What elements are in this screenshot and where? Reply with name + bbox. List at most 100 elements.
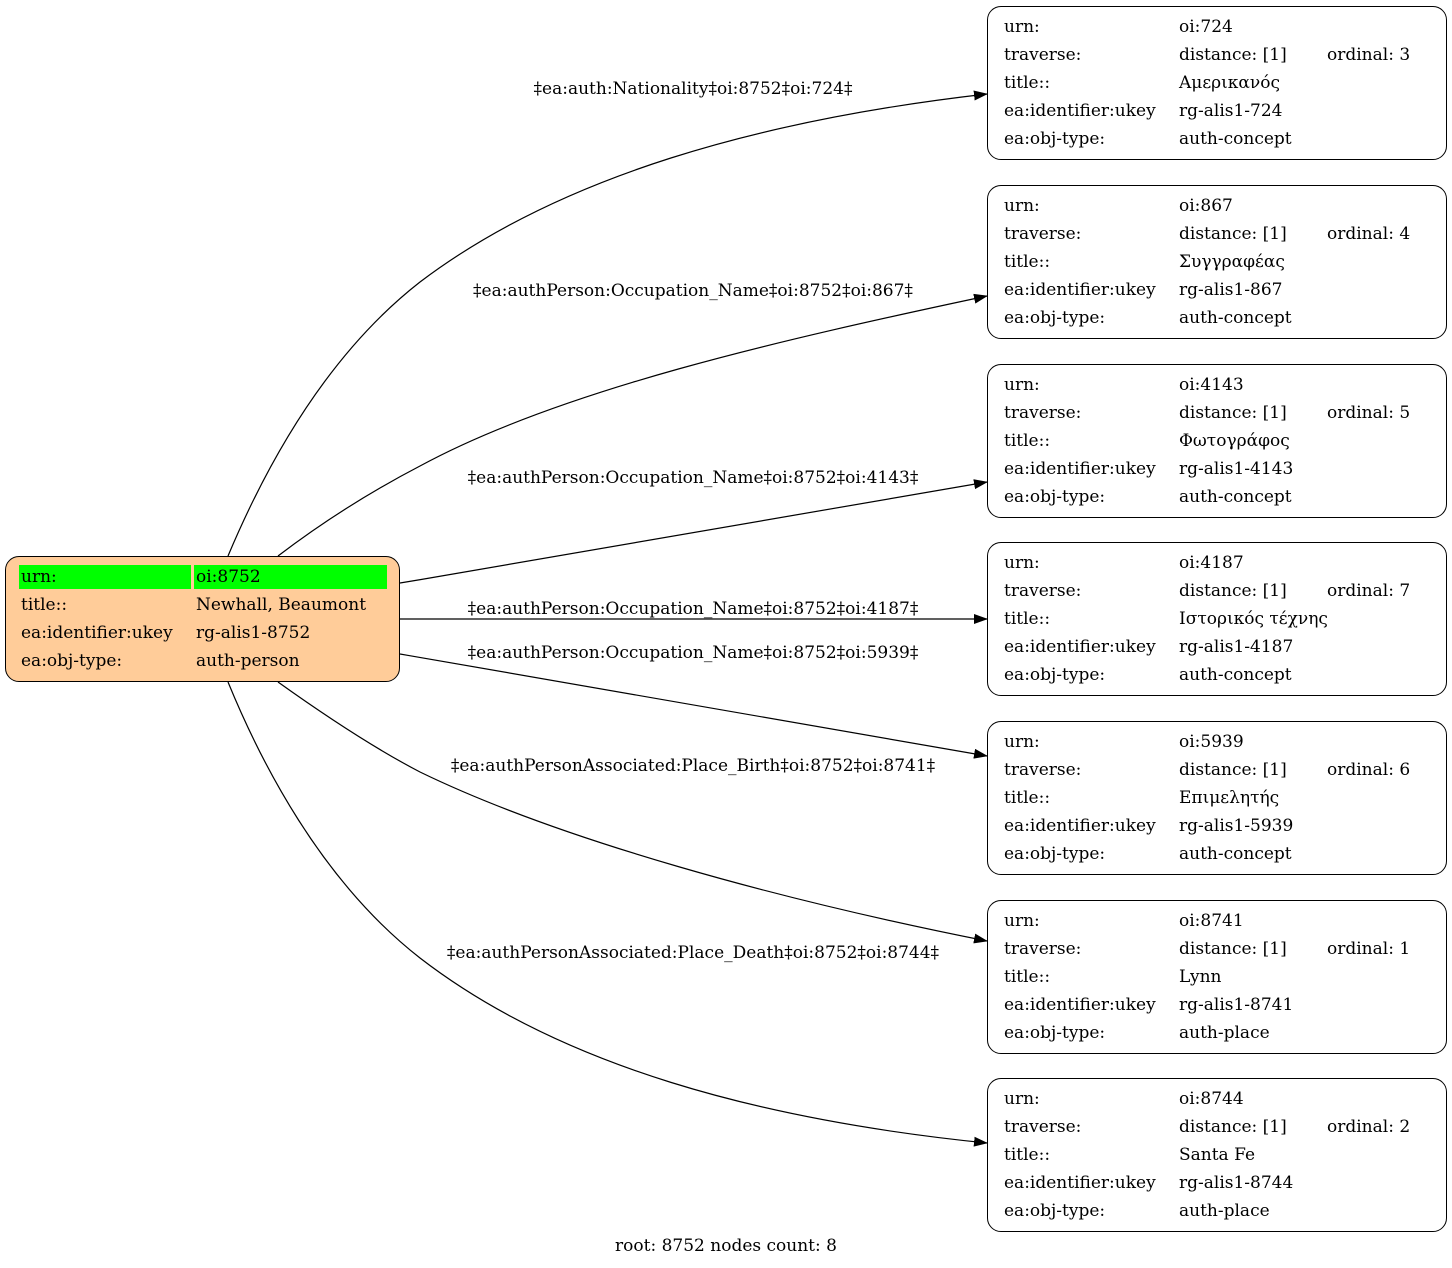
node-ukey-value: rg-alis1-4143 — [1179, 459, 1294, 479]
node-obj-type-key: ea:obj-type: — [1004, 1023, 1106, 1043]
node-obj-type-value: auth-concept — [1179, 129, 1292, 149]
node-title-key: title:: — [1004, 967, 1051, 987]
edge-label-place-death: ‡ea:authPersonAssociated:Place_Death‡oi:… — [447, 943, 940, 963]
node-ordinal-value: ordinal: 2 — [1327, 1117, 1411, 1137]
node-ordinal-value: ordinal: 4 — [1327, 224, 1411, 244]
node-oi-4143[interactable]: urn:oi:4143 traverse:distance: [1]ordina… — [987, 364, 1447, 518]
node-urn-key: urn: — [1004, 732, 1040, 752]
node-oi-8744[interactable]: urn:oi:8744 traverse:distance: [1]ordina… — [987, 1078, 1447, 1232]
node-ordinal-value: ordinal: 1 — [1327, 939, 1411, 959]
node-title-key: title:: — [1004, 609, 1051, 629]
node-title-key: title:: — [1004, 252, 1051, 272]
node-ukey-value: rg-alis1-8744 — [1179, 1173, 1294, 1193]
urn-value-highlight — [194, 565, 387, 589]
node-oi-724[interactable]: urn:oi:724 traverse:distance: [1]ordinal… — [987, 6, 1447, 160]
edge-arrow-5 — [399, 653, 988, 759]
node-obj-type-value: auth-concept — [1179, 844, 1292, 864]
edge-arrow-1 — [227, 90, 988, 557]
edge-arrow-7 — [227, 681, 988, 1147]
node-distance-value: distance: [1] — [1179, 45, 1287, 65]
node-title-value: Φωτογράφος — [1179, 431, 1290, 451]
node-urn-key: urn: — [1004, 553, 1040, 573]
node-obj-type-key: ea:obj-type: — [1004, 665, 1106, 685]
root-ukey-value: rg-alis1-8752 — [196, 623, 311, 643]
edge-label-nationality: ‡ea:auth:Nationality‡oi:8752‡oi:724‡ — [534, 79, 853, 99]
root-urn-value: oi:8752 — [196, 567, 261, 587]
node-ordinal-value: ordinal: 6 — [1327, 760, 1411, 780]
node-ukey-value: rg-alis1-724 — [1179, 101, 1283, 121]
node-title-value: Αμερικανός — [1179, 73, 1280, 93]
node-title-value: Συγγραφέας — [1179, 252, 1285, 272]
node-urn-key: urn: — [1004, 196, 1040, 216]
root-obj-type-value: auth-person — [196, 651, 300, 671]
node-urn-key: urn: — [1004, 375, 1040, 395]
node-obj-type-key: ea:obj-type: — [1004, 129, 1106, 149]
node-urn-key: urn: — [1004, 1089, 1040, 1109]
node-distance-value: distance: [1] — [1179, 581, 1287, 601]
node-oi-867[interactable]: urn:oi:867 traverse:distance: [1]ordinal… — [987, 185, 1447, 339]
node-urn-value: oi:867 — [1179, 196, 1233, 216]
edge-label-place-birth: ‡ea:authPersonAssociated:Place_Birth‡oi:… — [451, 756, 936, 776]
node-ukey-key: ea:identifier:ukey — [1004, 637, 1156, 657]
node-obj-type-key: ea:obj-type: — [1004, 308, 1106, 328]
node-ukey-key: ea:identifier:ukey — [1004, 280, 1156, 300]
edge-arrow-2 — [277, 293, 988, 557]
node-oi-4187[interactable]: urn:oi:4187 traverse:distance: [1]ordina… — [987, 542, 1447, 696]
node-obj-type-value: auth-place — [1179, 1201, 1270, 1221]
node-title-key: title:: — [1004, 1145, 1051, 1165]
edge-label-occupation-5939: ‡ea:authPerson:Occupation_Name‡oi:8752‡o… — [468, 643, 919, 663]
graph-caption: root: 8752 nodes count: 8 — [615, 1236, 837, 1256]
node-title-key: title:: — [1004, 73, 1051, 93]
root-row-ukey: ea:identifier:ukey rg-alis1-8752 — [6, 619, 399, 647]
node-distance-value: distance: [1] — [1179, 1117, 1287, 1137]
node-traverse-key: traverse: — [1004, 939, 1082, 959]
root-title-key: title:: — [21, 595, 68, 615]
edge-arrow-3 — [399, 479, 988, 584]
node-ukey-key: ea:identifier:ukey — [1004, 1173, 1156, 1193]
node-oi-5939[interactable]: urn:oi:5939 traverse:distance: [1]ordina… — [987, 721, 1447, 875]
edge-arrow-6 — [277, 681, 988, 944]
node-ukey-value: rg-alis1-4187 — [1179, 637, 1294, 657]
node-ordinal-value: ordinal: 5 — [1327, 403, 1411, 423]
node-obj-type-value: auth-concept — [1179, 487, 1292, 507]
node-obj-type-key: ea:obj-type: — [1004, 844, 1106, 864]
node-urn-value: oi:724 — [1179, 17, 1233, 37]
root-row-obj-type: ea:obj-type: auth-person — [6, 647, 399, 675]
node-ukey-key: ea:identifier:ukey — [1004, 101, 1156, 121]
node-title-value: Ιστορικός τέχνης — [1179, 609, 1328, 629]
node-ukey-key: ea:identifier:ukey — [1004, 459, 1156, 479]
root-node[interactable]: urn: oi:8752 title:: Newhall, Beaumont e… — [5, 556, 400, 682]
node-traverse-key: traverse: — [1004, 1117, 1082, 1137]
node-title-value: Επιμελητής — [1179, 788, 1280, 808]
node-urn-value: oi:4143 — [1179, 375, 1244, 395]
node-distance-value: distance: [1] — [1179, 224, 1287, 244]
root-obj-type-key: ea:obj-type: — [21, 651, 123, 671]
node-ukey-key: ea:identifier:ukey — [1004, 816, 1156, 836]
node-title-key: title:: — [1004, 431, 1051, 451]
edge-label-occupation-867: ‡ea:authPerson:Occupation_Name‡oi:8752‡o… — [473, 281, 913, 301]
node-urn-value: oi:4187 — [1179, 553, 1244, 573]
node-oi-8741[interactable]: urn:oi:8741 traverse:distance: [1]ordina… — [987, 900, 1447, 1054]
node-traverse-key: traverse: — [1004, 581, 1082, 601]
node-ordinal-value: ordinal: 3 — [1327, 45, 1411, 65]
node-title-value: Lynn — [1179, 967, 1222, 987]
node-obj-type-value: auth-place — [1179, 1023, 1270, 1043]
node-obj-type-value: auth-concept — [1179, 308, 1292, 328]
node-distance-value: distance: [1] — [1179, 403, 1287, 423]
node-distance-value: distance: [1] — [1179, 939, 1287, 959]
root-row-title: title:: Newhall, Beaumont — [6, 591, 399, 619]
edge-label-occupation-4187: ‡ea:authPerson:Occupation_Name‡oi:8752‡o… — [468, 599, 919, 619]
node-obj-type-key: ea:obj-type: — [1004, 1201, 1106, 1221]
node-ukey-value: rg-alis1-8741 — [1179, 995, 1294, 1015]
node-urn-key: urn: — [1004, 911, 1040, 931]
node-obj-type-value: auth-concept — [1179, 665, 1292, 685]
node-ukey-value: rg-alis1-5939 — [1179, 816, 1294, 836]
root-urn-key: urn: — [21, 567, 57, 587]
root-title-value: Newhall, Beaumont — [196, 595, 367, 615]
node-traverse-key: traverse: — [1004, 45, 1082, 65]
root-row-urn: urn: oi:8752 — [6, 563, 399, 591]
urn-key-highlight — [19, 565, 191, 589]
root-ukey-key: ea:identifier:ukey — [21, 623, 173, 643]
node-distance-value: distance: [1] — [1179, 760, 1287, 780]
